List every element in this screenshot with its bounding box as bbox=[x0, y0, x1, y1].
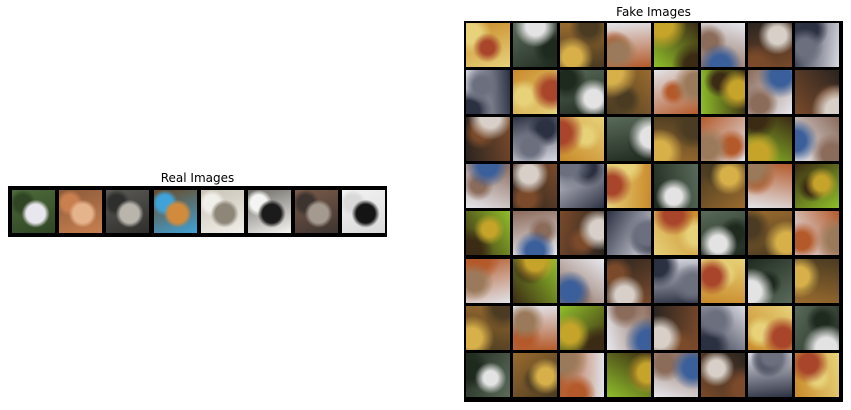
fake-image-tile bbox=[513, 211, 557, 256]
fake-image-tile bbox=[654, 352, 698, 397]
fake-image-tile bbox=[701, 352, 745, 397]
fake-image-tile bbox=[701, 258, 745, 303]
fake-image-tile bbox=[560, 211, 604, 256]
fake-image-tile bbox=[795, 164, 839, 209]
fake-image-tile bbox=[795, 258, 839, 303]
fake-image-tile bbox=[607, 258, 651, 303]
fake-image-tile bbox=[654, 305, 698, 350]
fake-image-tile bbox=[748, 164, 792, 209]
real-image-tile bbox=[153, 190, 197, 233]
fake-image-tile bbox=[701, 117, 745, 162]
real-image-tile bbox=[342, 190, 386, 233]
fake-image-tile bbox=[748, 352, 792, 397]
fake-image-tile bbox=[560, 70, 604, 115]
fake-image-tile bbox=[513, 305, 557, 350]
fake-image-tile bbox=[654, 117, 698, 162]
fake-image-tile bbox=[748, 70, 792, 115]
fake-image-tile bbox=[748, 211, 792, 256]
fake-image-tile bbox=[513, 258, 557, 303]
fake-image-tile bbox=[701, 211, 745, 256]
fake-image-tile bbox=[560, 258, 604, 303]
fake-image-tile bbox=[560, 164, 604, 209]
fake-image-tile bbox=[466, 164, 510, 209]
fake-image-tile bbox=[654, 258, 698, 303]
fake-image-tile bbox=[654, 164, 698, 209]
fake-image-tile bbox=[513, 164, 557, 209]
fake-image-tile bbox=[560, 117, 604, 162]
fake-image-tile bbox=[654, 70, 698, 115]
real-image-tile bbox=[106, 190, 150, 233]
fake-image-tile bbox=[654, 211, 698, 256]
real-images-strip bbox=[8, 186, 387, 237]
fake-image-tile bbox=[748, 117, 792, 162]
fake-image-tile bbox=[560, 23, 604, 67]
fake-image-tile bbox=[466, 352, 510, 397]
fake-image-tile bbox=[466, 211, 510, 256]
fake-images-title: Fake Images bbox=[616, 5, 691, 19]
fake-image-tile bbox=[607, 211, 651, 256]
real-image-tile bbox=[12, 190, 55, 233]
fake-image-tile bbox=[607, 70, 651, 115]
real-image-tile bbox=[248, 190, 291, 233]
fake-image-tile bbox=[466, 23, 510, 67]
fake-image-tile bbox=[701, 305, 745, 350]
fake-image-tile bbox=[795, 23, 839, 67]
fake-image-tile bbox=[701, 70, 745, 115]
real-image-tile bbox=[200, 190, 244, 233]
fake-image-tile bbox=[701, 164, 745, 209]
fake-image-tile bbox=[607, 305, 651, 350]
fake-image-tile bbox=[607, 164, 651, 209]
real-image-tile bbox=[295, 190, 339, 233]
fake-image-tile bbox=[513, 352, 557, 397]
fake-image-tile bbox=[748, 305, 792, 350]
real-image-tile bbox=[59, 190, 103, 233]
fake-image-tile bbox=[466, 305, 510, 350]
fake-image-tile bbox=[795, 211, 839, 256]
fake-image-tile bbox=[466, 117, 510, 162]
fake-image-tile bbox=[795, 117, 839, 162]
fake-image-tile bbox=[560, 305, 604, 350]
fake-image-tile bbox=[513, 70, 557, 115]
fake-image-tile bbox=[795, 352, 839, 397]
fake-image-tile bbox=[560, 352, 604, 397]
fake-image-tile bbox=[466, 70, 510, 115]
fake-image-tile bbox=[607, 352, 651, 397]
fake-image-tile bbox=[748, 258, 792, 303]
fake-image-tile bbox=[513, 23, 557, 67]
fake-image-tile bbox=[607, 23, 651, 67]
fake-image-tile bbox=[795, 70, 839, 115]
fake-image-tile bbox=[701, 23, 745, 67]
fake-images-grid bbox=[464, 21, 843, 402]
real-images-title: Real Images bbox=[160, 171, 235, 185]
fake-image-tile bbox=[513, 117, 557, 162]
fake-image-tile bbox=[466, 258, 510, 303]
fake-image-tile bbox=[654, 23, 698, 67]
fake-image-tile bbox=[748, 23, 792, 67]
fake-image-tile bbox=[607, 117, 651, 162]
fake-image-tile bbox=[795, 305, 839, 350]
